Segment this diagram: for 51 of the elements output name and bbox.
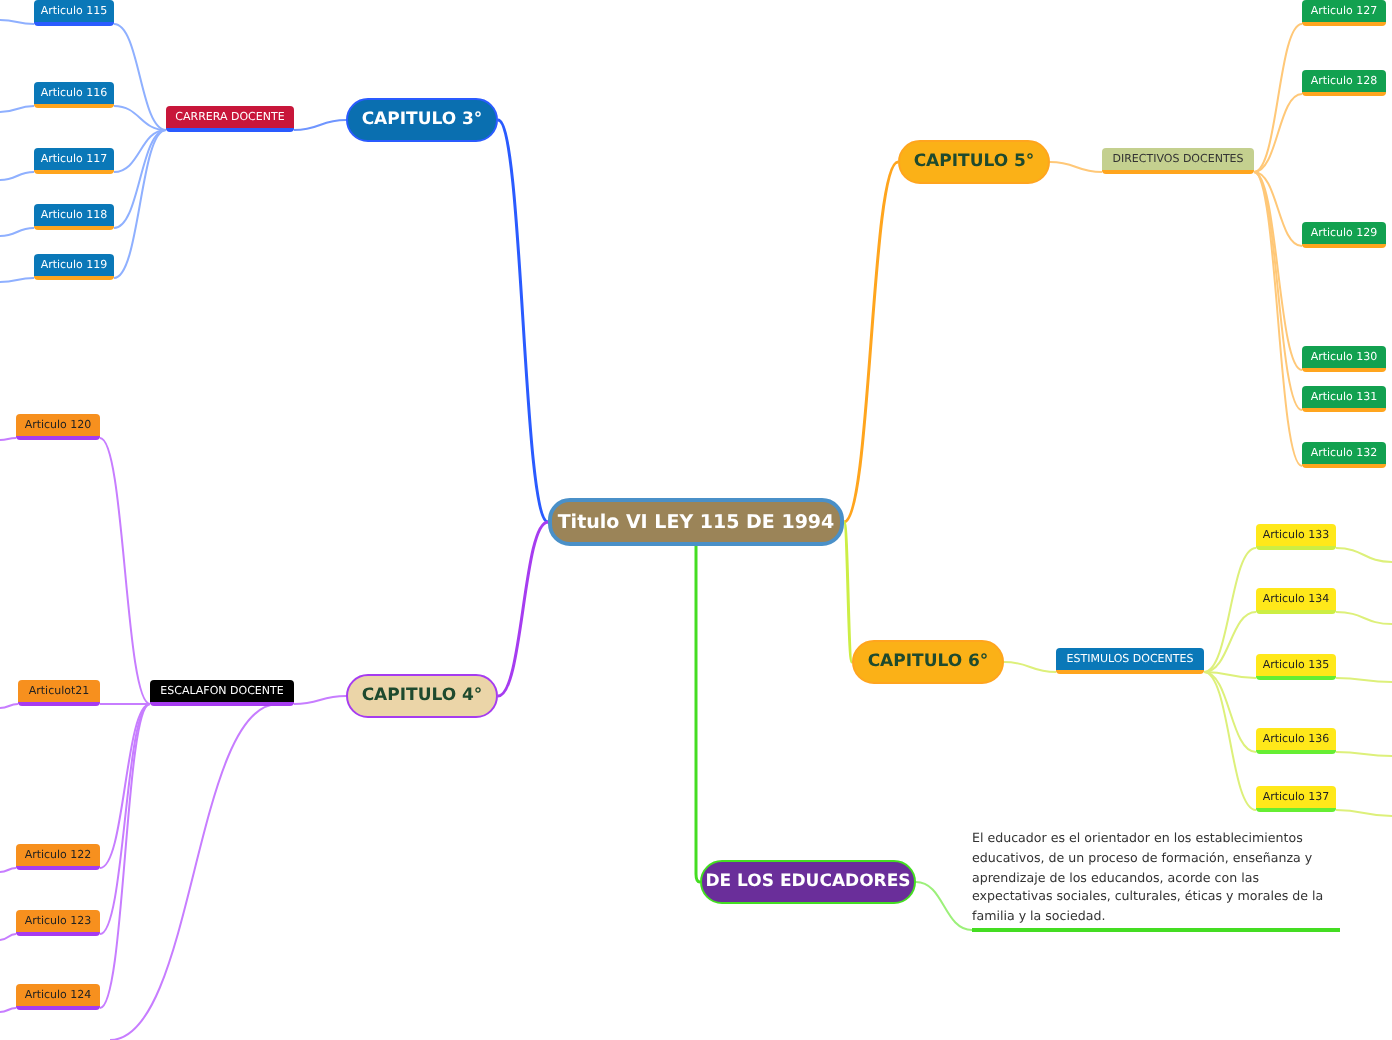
branch-line	[1049, 161, 1103, 173]
branch-line	[113, 129, 167, 173]
branch-line	[694, 546, 701, 884]
branch-line	[99, 703, 151, 705]
branch-line	[99, 703, 151, 869]
branch-line	[0, 933, 17, 941]
branch-line	[0, 105, 35, 113]
branch-line	[0, 867, 17, 873]
branch-line	[0, 1007, 17, 1013]
branch-line	[99, 703, 151, 1009]
branch-line	[1253, 171, 1303, 247]
branch-line	[1335, 611, 1392, 625]
branch-line	[113, 105, 167, 131]
branch-line	[1203, 547, 1257, 673]
branch-line	[497, 520, 549, 698]
topic-pill: DE LOS EDUCADORES	[700, 860, 916, 904]
topic-pill: CAPITULO 6°	[852, 640, 1004, 684]
branch-line	[1335, 677, 1392, 683]
branch-line	[1253, 93, 1303, 173]
branch-line	[496, 119, 550, 523]
branch-line	[1203, 611, 1257, 673]
branch-line	[0, 19, 35, 25]
branch-line	[293, 119, 347, 131]
branch-line	[842, 161, 900, 523]
branch-line	[842, 521, 854, 663]
branch-line	[1253, 171, 1303, 467]
branch-line	[1253, 23, 1303, 173]
branch-line	[1203, 671, 1257, 811]
branch-line	[1335, 547, 1392, 563]
branch-line	[1335, 751, 1392, 757]
branch-line	[113, 129, 167, 279]
central-topic: Titulo VI LEY 115 DE 1994	[548, 498, 844, 546]
branch-line	[1253, 171, 1303, 371]
topic-pill: CAPITULO 4°	[346, 674, 498, 718]
branch-line	[0, 171, 35, 181]
topic-pill: CAPITULO 3°	[346, 98, 498, 142]
branch-line	[0, 277, 35, 283]
branch-line	[113, 23, 167, 131]
branch-line	[915, 881, 973, 931]
branch-line	[293, 695, 347, 705]
branch-line	[1203, 671, 1257, 753]
branch-line	[1203, 671, 1257, 679]
branch-line	[1335, 809, 1392, 817]
branch-line	[1003, 661, 1057, 673]
branch-line	[0, 703, 19, 709]
branch-line	[0, 227, 35, 237]
topic-pill: CAPITULO 5°	[898, 140, 1050, 184]
branch-line	[0, 437, 17, 441]
branch-line	[1253, 171, 1303, 411]
branch-line	[99, 703, 151, 935]
branch-line	[99, 437, 151, 705]
